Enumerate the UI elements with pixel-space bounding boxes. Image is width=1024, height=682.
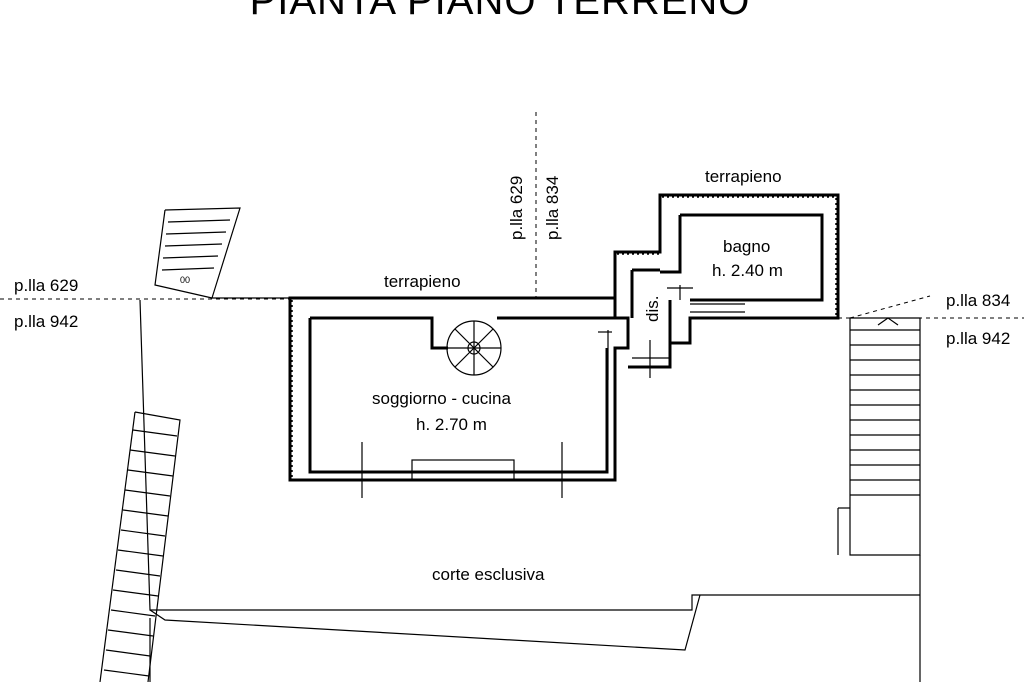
label-dis: dis. bbox=[643, 296, 662, 322]
label-plla-942-left: p.lla 942 bbox=[14, 312, 78, 331]
label-terrapieno-mid: terrapieno bbox=[384, 272, 461, 291]
label-plla-629-vertical: p.lla 629 bbox=[507, 176, 526, 240]
upper-left-stair: 00 bbox=[154, 207, 290, 299]
left-long-stair bbox=[99, 411, 181, 682]
label-plla-834-vertical: p.lla 834 bbox=[543, 176, 562, 240]
label-bagno-height: h. 2.40 m bbox=[712, 261, 783, 280]
label-plla-834-right: p.lla 834 bbox=[946, 291, 1010, 310]
label-terrapieno-top: terrapieno bbox=[705, 167, 782, 186]
property-boundaries bbox=[0, 112, 1024, 319]
house-walls bbox=[288, 193, 840, 482]
spiral-staircase bbox=[446, 320, 502, 376]
courtyard-outline bbox=[139, 299, 921, 682]
label-plla-942-right: p.lla 942 bbox=[946, 329, 1010, 348]
windows bbox=[315, 285, 745, 498]
label-plla-629-left: p.lla 629 bbox=[14, 276, 78, 295]
label-bagno: bagno bbox=[723, 237, 770, 256]
label-corte: corte esclusiva bbox=[432, 565, 545, 584]
right-stair bbox=[837, 295, 931, 556]
plan-title: PIANTA PIANO TERRENO bbox=[250, 0, 751, 23]
label-soggiorno: soggiorno - cucina bbox=[372, 389, 511, 408]
label-soggiorno-height: h. 2.70 m bbox=[416, 415, 487, 434]
svg-text:00: 00 bbox=[180, 275, 190, 285]
